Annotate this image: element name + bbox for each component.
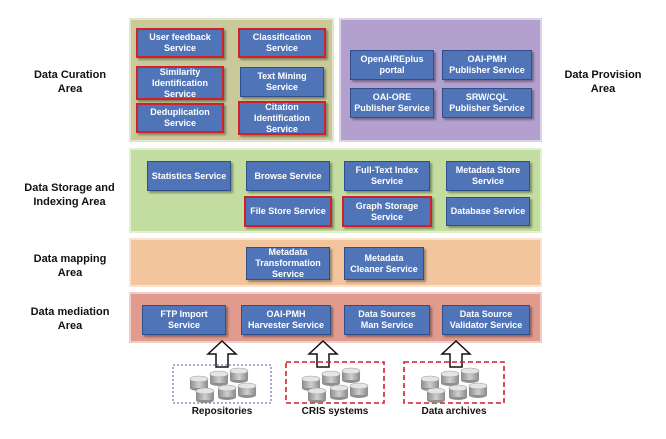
provision-area	[339, 18, 542, 142]
full-text-index-service: Full-Text Index Service	[344, 161, 430, 191]
arrow-up-repositories	[206, 339, 238, 368]
oai-ore-publisher-service: OAI-ORE Publisher Service	[350, 88, 434, 118]
provision-area-label: Data Provision Area	[564, 69, 642, 95]
curation-area-label: Data Curation Area	[33, 69, 107, 95]
repositories-box	[172, 364, 272, 404]
openaireplus-portal: OpenAIREplus portal	[350, 50, 434, 80]
text-mining-service: Text Mining Service	[240, 67, 324, 97]
metadata-store-service: Metadata Store Service	[446, 161, 530, 191]
srw-cql-publisher-service: SRW/CQL Publisher Service	[442, 88, 532, 118]
mediation-area-label: Data mediation Area	[30, 306, 110, 332]
metadata-transformation-service: Metadata Transformation Service	[246, 247, 330, 280]
mapping-area-label: Data mapping Area	[33, 253, 107, 279]
mapping-area	[129, 238, 542, 287]
data-sources-man-service: Data Sources Man Service	[344, 305, 430, 335]
ftp-import-service: FTP Import Service	[142, 305, 226, 335]
metadata-cleaner-service: Metadata Cleaner Service	[344, 247, 424, 280]
repositories-databases	[190, 368, 256, 403]
oai-pmh-publisher-service: OAI-PMH Publisher Service	[442, 50, 532, 80]
similarity-identification-service: Similarity Identification Service	[136, 66, 224, 100]
browse-service: Browse Service	[246, 161, 330, 191]
cris-systems-box	[285, 361, 385, 404]
graph-storage-service: Graph Storage Service	[342, 196, 432, 227]
arrow-up-cris	[307, 339, 339, 368]
user-feedback-service: User feedback Service	[136, 28, 224, 58]
cris-databases	[302, 368, 368, 403]
cris-systems-label: CRIS systems	[301, 406, 369, 417]
deduplication-service: Deduplication Service	[136, 103, 224, 133]
archives-databases	[421, 368, 487, 403]
database-service: Database Service	[446, 197, 530, 226]
classification-service: Classification Service	[238, 28, 326, 58]
storage-area-label: Data Storage and Indexing Area	[24, 182, 115, 208]
repositories-label: Repositories	[191, 406, 253, 417]
citation-identification-service: Citation Identification Service	[238, 101, 326, 135]
arrow-up-archives	[440, 339, 472, 368]
file-store-service: File Store Service	[244, 196, 332, 227]
oai-pmh-harvester-service: OAI-PMH Harvester Service	[241, 305, 331, 335]
data-archives-label: Data archives	[421, 406, 487, 417]
statistics-service: Statistics Service	[147, 161, 231, 191]
data-archives-box	[403, 361, 505, 404]
data-source-validator-service: Data Source Validator Service	[442, 305, 530, 335]
